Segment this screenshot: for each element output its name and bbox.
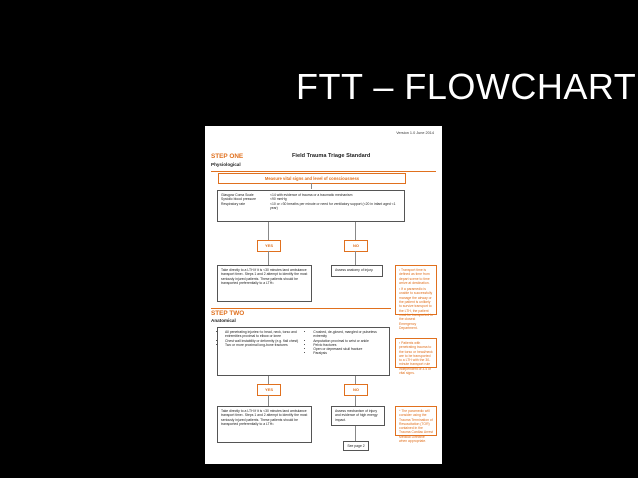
step-two-label: STEP TWO (211, 310, 245, 317)
footnote-2: ² If a paramedic is unable to successful… (399, 287, 433, 330)
connector (355, 395, 356, 406)
list-item: Paralysis (313, 351, 386, 355)
connector (311, 183, 312, 189)
connector (355, 376, 356, 384)
footnote-1-2-box: ¹ Transport time is defined as time from… (395, 265, 437, 330)
take-directly-box: Take directly to a LTH if it is <30 minu… (217, 406, 312, 443)
list-item: Open or depressed skull fracture (313, 347, 386, 351)
connector (268, 251, 269, 265)
list-item: Chest wall instability or deformity (e.g… (225, 339, 309, 343)
measure-vitals-bar: Measure vital signs and level of conscio… (218, 173, 406, 184)
yes-pill: YES (257, 384, 281, 396)
no-pill: NO (344, 384, 368, 396)
yes-pill: YES (257, 240, 281, 252)
connector (355, 251, 356, 265)
slide-title: FTT – FLOWCHART (296, 66, 637, 107)
list-item: Two or more proximal long-bone fractures (225, 343, 309, 347)
vital-row: Glasgow Coma Scale <14 with evidence of … (221, 193, 353, 197)
footnote-4-box: ⁴ The paramedic will consider using the … (395, 406, 437, 443)
list-item: All penetrating injuries³ to head, neck,… (225, 330, 309, 339)
list-item: Amputation proximal to wrist or ankle (313, 339, 386, 343)
anatomical-injuries-box: All penetrating injuries³ to head, neck,… (217, 327, 390, 376)
footnote-3-box: ³ Patients with penetrating trauma to th… (395, 338, 437, 375)
assess-anatomy-box: Assess anatomy of injury. (331, 265, 383, 277)
step-one-label: STEP ONE (211, 153, 244, 160)
flowchart-document: Version 1.0 June 2014 STEP ONE Physiolog… (205, 126, 442, 464)
step-one-sub: Physiological (211, 162, 241, 167)
step-two-sub: Anatomical (211, 318, 236, 323)
connector (355, 222, 356, 240)
divider (211, 308, 391, 309)
document-title: Field Trauma Triage Standard (292, 153, 371, 159)
connector (268, 395, 269, 406)
connector (355, 426, 356, 441)
injuries-right-list: Crushed, de-gloved, mangled or pulseless… (309, 330, 386, 373)
version-label: Version 1.0 June 2014 (396, 131, 434, 135)
see-page-box: See page 2 (343, 441, 369, 451)
list-item: Crushed, de-gloved, mangled or pulseless… (313, 330, 386, 339)
list-item: Pelvic fractures (313, 343, 386, 347)
assess-mechanism-box: Assess mechanism of injury and evidence … (331, 406, 385, 426)
take-directly-box: Take directly to a LTH if it is <30 minu… (217, 265, 312, 302)
divider (211, 171, 436, 172)
vital-row: Systolic blood pressure <90 mmHg (221, 197, 287, 202)
vital-row: Respiratory rate <10 or >30 breaths per … (221, 201, 396, 210)
no-pill: NO (344, 240, 368, 252)
connector (268, 376, 269, 384)
footnote-1: ¹ Transport time is defined as time from… (399, 268, 430, 285)
injuries-left-list: All penetrating injuries³ to head, neck,… (221, 330, 309, 373)
vitals-box: Glasgow Coma Scale <14 with evidence of … (217, 190, 405, 222)
connector (268, 222, 269, 240)
